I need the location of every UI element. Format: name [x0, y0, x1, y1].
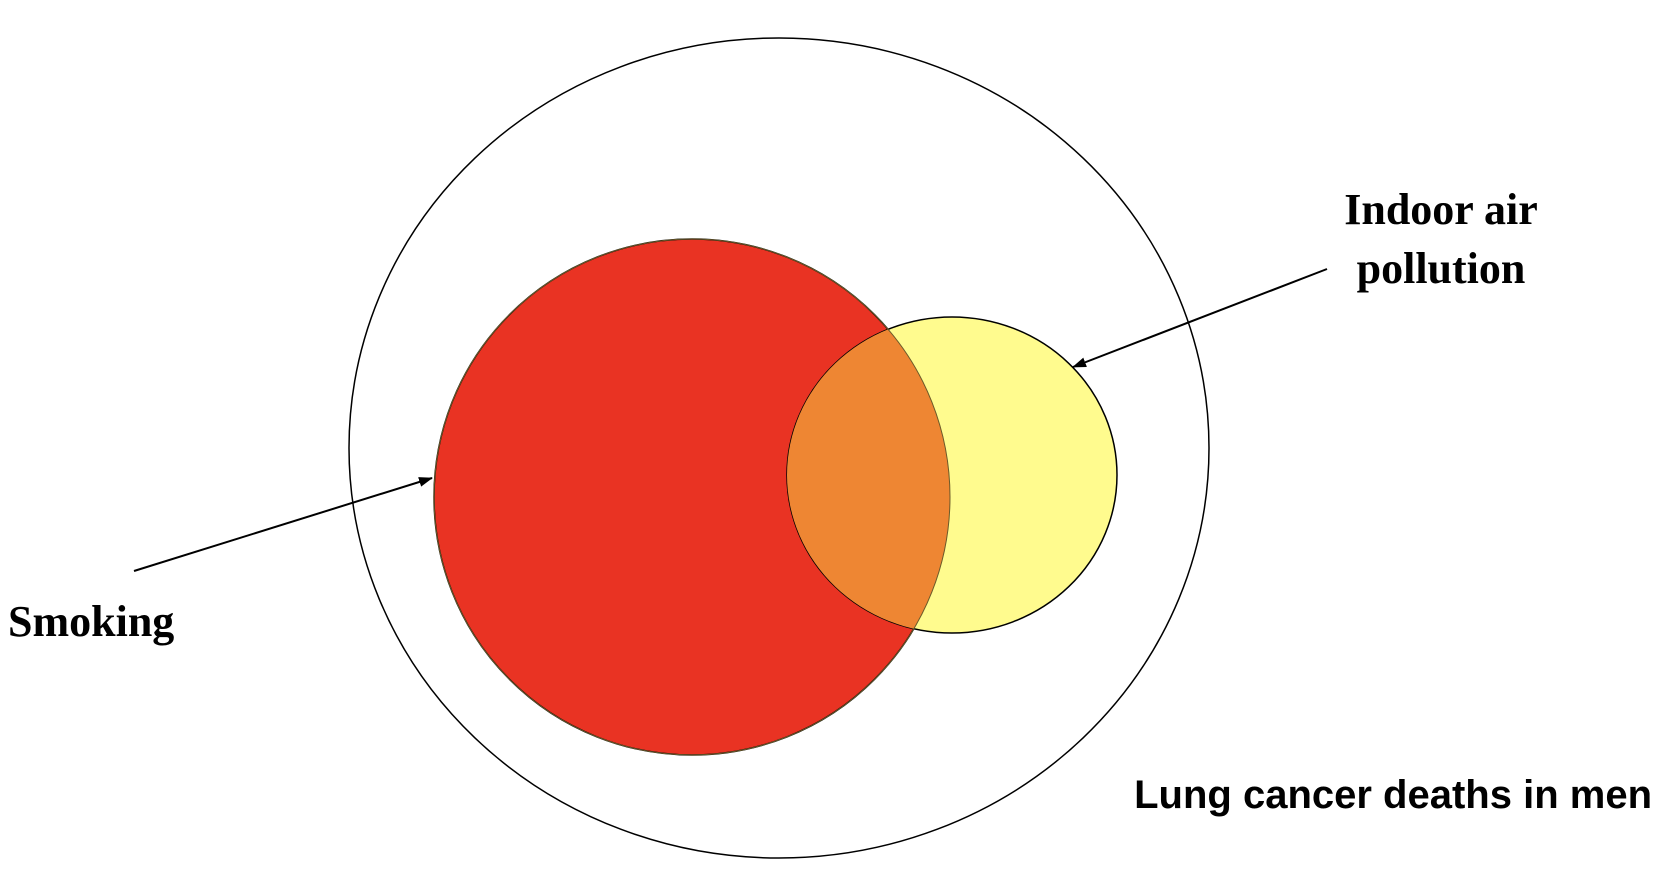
overlap-region [787, 317, 950, 633]
indoor-air-pollution-label-line1: Indoor air [1344, 185, 1538, 234]
indoor-air-pollution-arrow [1072, 268, 1328, 368]
lung-cancer-deaths-label: Lung cancer deaths in men [1134, 773, 1652, 817]
smoking-label: Smoking [8, 597, 174, 646]
smoking-arrow [133, 477, 433, 572]
lung-cancer-deaths-circle [348, 37, 1210, 859]
smoking-circle-outline [433, 238, 951, 756]
indoor-air-pollution-label-line2: pollution [1357, 244, 1526, 293]
